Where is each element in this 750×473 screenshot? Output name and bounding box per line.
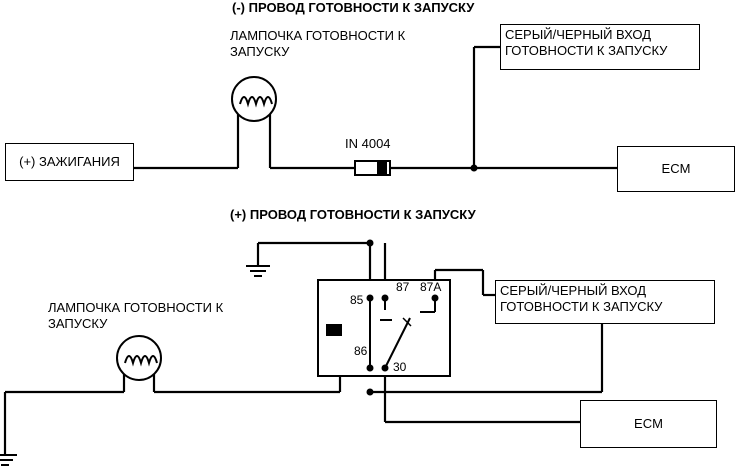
- relay-icon: [317, 279, 451, 377]
- ecm-box: ECM: [617, 146, 735, 192]
- junction-dot: [366, 239, 374, 247]
- lamp-label: ЛАМПОЧКА ГОТОВНОСТИ К ЗАПУСКУ: [48, 300, 223, 332]
- top-diagram-title: (-) ПРОВОД ГОТОВНОСТИ К ЗАПУСКУ: [232, 0, 475, 15]
- relay-pin-85: 85: [350, 293, 364, 307]
- ecm-box: ECM: [580, 400, 717, 448]
- relay-pin-87: 87: [396, 280, 410, 294]
- gray-input-line1: СЕРЫЙ/ЧЕРНЫЙ ВХОД: [505, 27, 652, 42]
- relay-pin-86: 86: [354, 344, 368, 358]
- ground-icon: [0, 454, 17, 466]
- ecm-label: ECM: [634, 416, 663, 431]
- lamp-label-line2: ЗАПУСКУ: [48, 316, 108, 331]
- relay-pin-87a: 87A: [420, 280, 442, 294]
- gray-input-line2: ГОТОВНОСТИ К ЗАПУСКУ: [500, 299, 663, 314]
- bottom-diagram-title: (+) ПРОВОД ГОТОВНОСТИ К ЗАПУСКУ: [230, 207, 476, 222]
- ground-icon: [246, 265, 270, 277]
- lamp-label-line1: ЛАМПОЧКА ГОТОВНОСТИ К: [230, 28, 406, 43]
- gray-input-line2: ГОТОВНОСТИ К ЗАПУСКУ: [505, 43, 668, 58]
- lamp-label-line1: ЛАМПОЧКА ГОТОВНОСТИ К: [48, 300, 224, 315]
- relay-pin-dots: [366, 294, 439, 372]
- diode-icon: [354, 160, 391, 176]
- gray-input-box: СЕРЫЙ/ЧЕРНЫЙ ВХОД ГОТОВНОСТИ К ЗАПУСКУ: [495, 280, 715, 324]
- junction-dot: [470, 164, 478, 172]
- lamp-icon: [231, 76, 277, 122]
- gray-input-box: СЕРЫЙ/ЧЕРНЫЙ ВХОД ГОТОВНОСТИ К ЗАПУСКУ: [500, 24, 700, 70]
- relay-pin-30: 30: [393, 360, 407, 374]
- diode-label: IN 4004: [345, 136, 391, 151]
- lamp-label-line2: ЗАПУСКУ: [230, 44, 290, 59]
- junction-dot: [366, 388, 374, 396]
- lamp-icon: [116, 335, 162, 381]
- gray-input-line1: СЕРЫЙ/ЧЕРНЫЙ ВХОД: [500, 283, 647, 298]
- lamp-label: ЛАМПОЧКА ГОТОВНОСТИ К ЗАПУСКУ: [230, 28, 405, 60]
- ecm-label: ECM: [661, 161, 691, 176]
- ignition-label: (+) ЗАЖИГАНИЯ: [19, 154, 120, 169]
- ignition-box: (+) ЗАЖИГАНИЯ: [5, 143, 134, 181]
